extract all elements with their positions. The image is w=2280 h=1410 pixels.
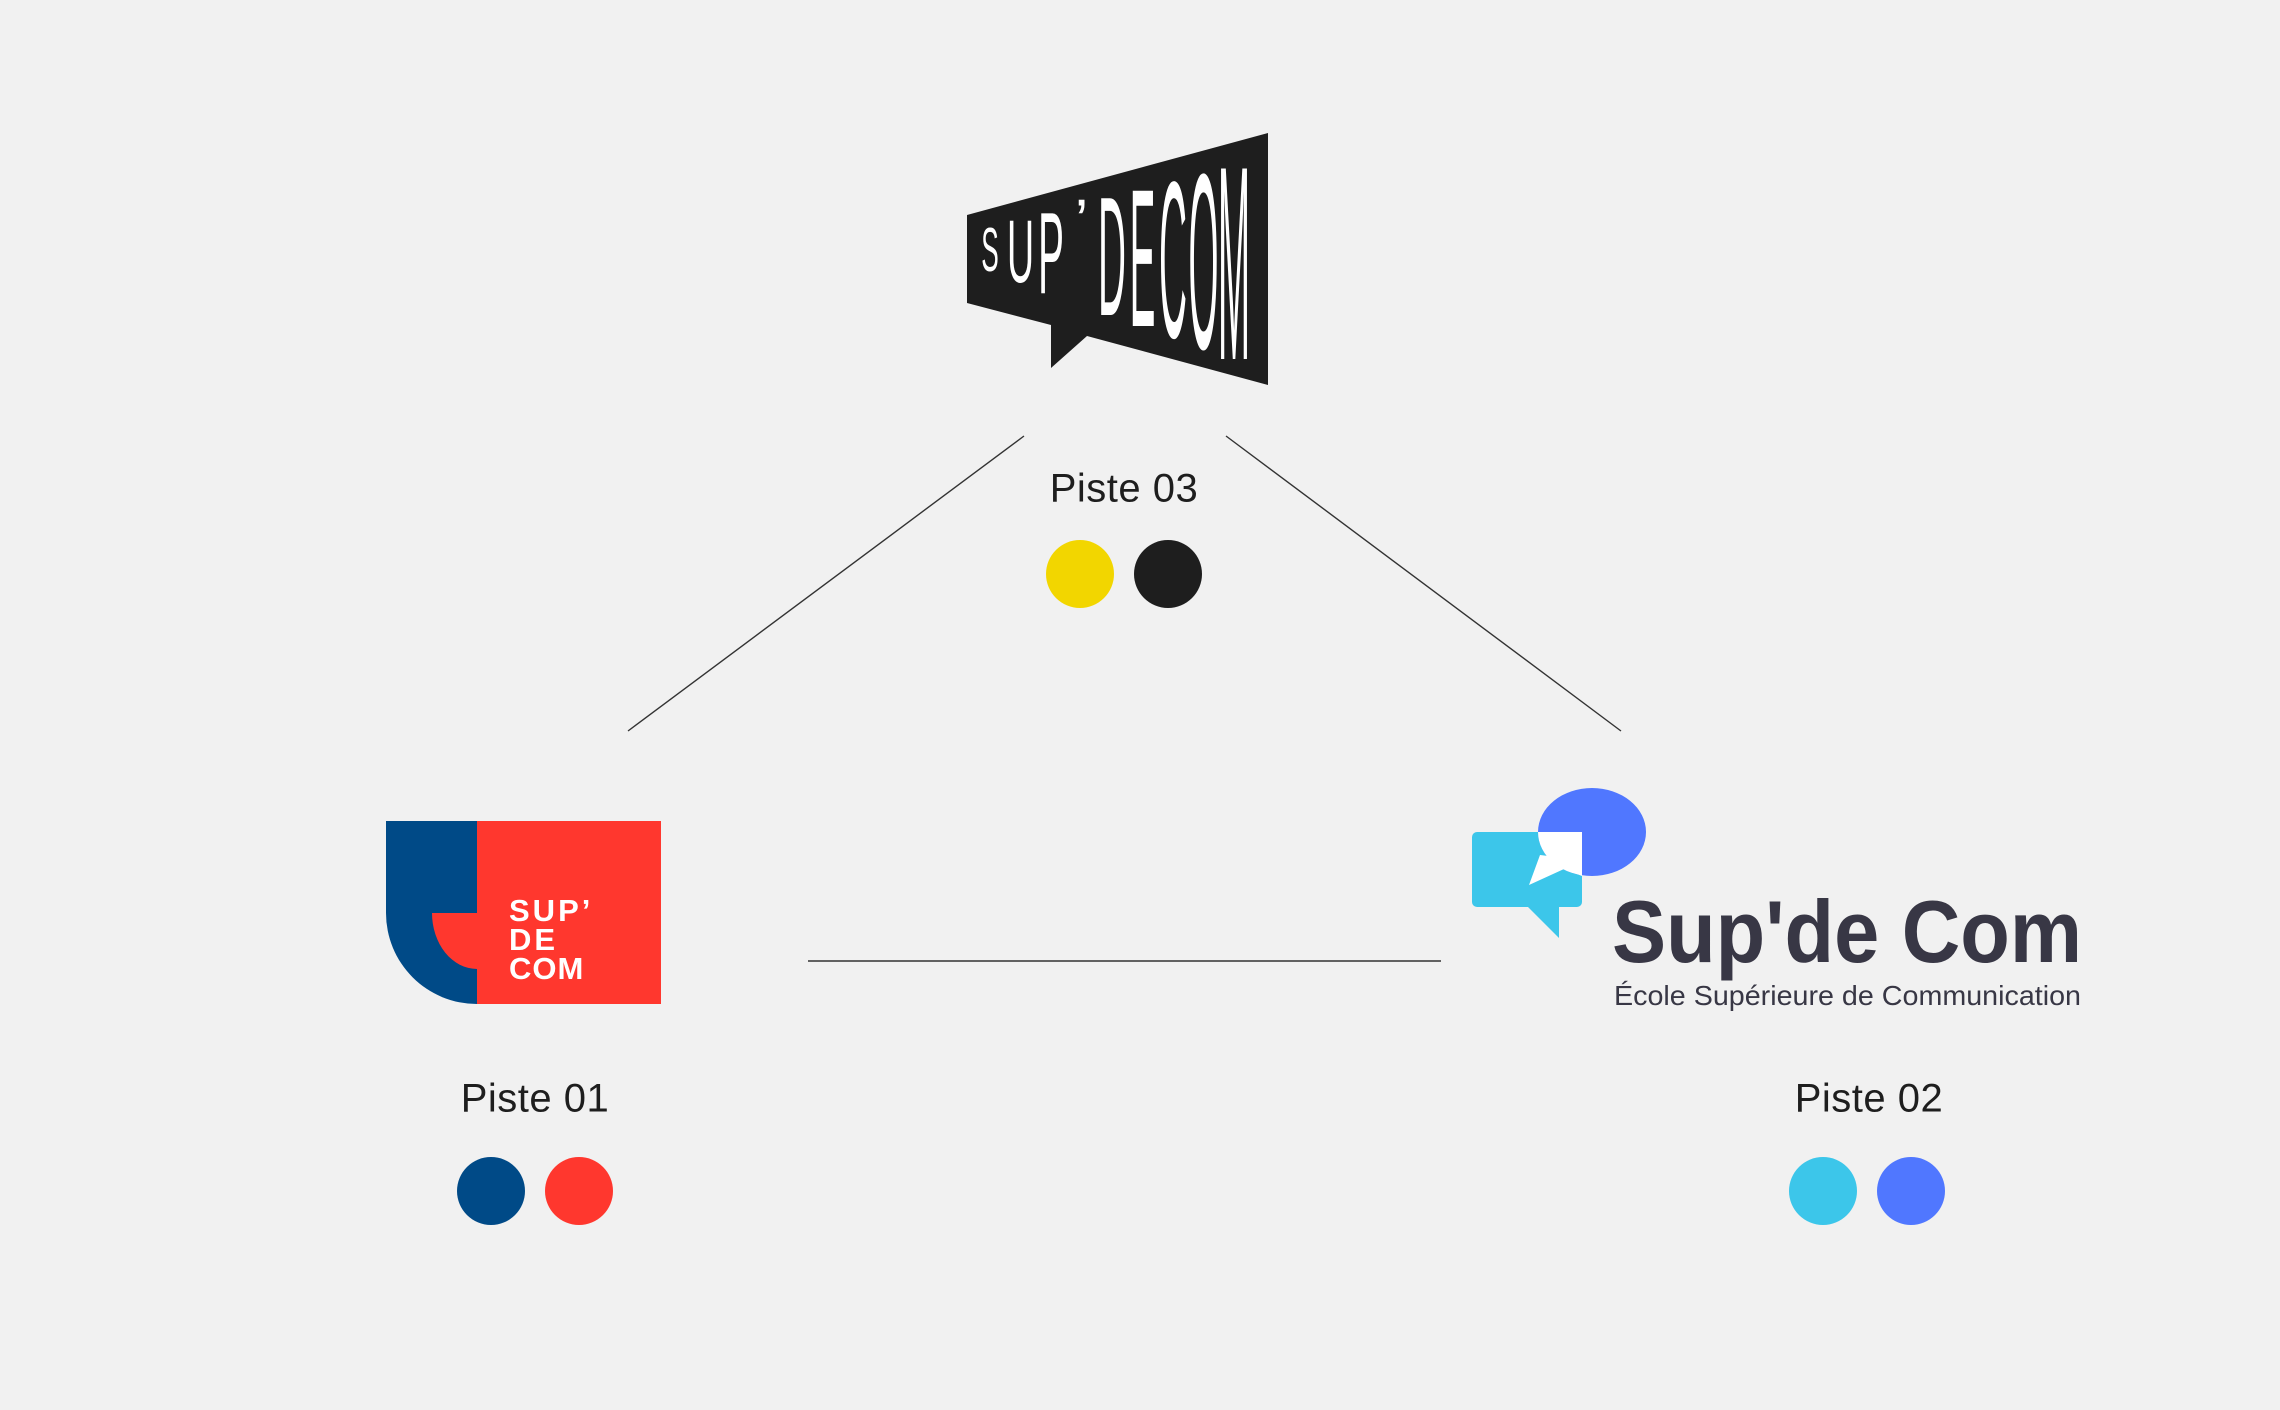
- logo-letter: M: [1218, 108, 1250, 418]
- connector-line-03-02: [1225, 435, 1622, 732]
- color-swatch-blue: [1877, 1157, 1945, 1225]
- logo-subtitle: École Supérieure de Communication: [1614, 980, 2081, 1011]
- color-swatch-dark-blue: [457, 1157, 525, 1225]
- logo-wordmark: Sup'de Com: [1612, 882, 2082, 981]
- logo-text-line-1: SUP’: [509, 893, 593, 928]
- logo-letter: P: [1038, 190, 1064, 319]
- logo-blue-shape: [386, 821, 477, 1004]
- logo-letter: E: [1130, 150, 1156, 369]
- logo-letter: ’: [1075, 187, 1088, 254]
- logo-letter: D: [1098, 163, 1126, 352]
- logo-piste-02: Sup'de Com École Supérieure de Communica…: [1472, 788, 2082, 1011]
- logo-letter: S: [981, 216, 999, 285]
- logo-letter: O: [1188, 122, 1218, 402]
- color-swatch-black: [1134, 540, 1202, 608]
- option-label-piste-01: Piste 01: [460, 1076, 610, 1121]
- color-swatch-red: [545, 1157, 613, 1225]
- option-label-piste-03: Piste 03: [1049, 466, 1199, 511]
- color-swatch-cyan: [1789, 1157, 1857, 1225]
- color-swatch-yellow: [1046, 540, 1114, 608]
- logo-text-line-2: DE: [509, 922, 558, 957]
- logo-red-block: [477, 821, 661, 1004]
- connector-line-03-01: [627, 435, 1025, 732]
- logo-text-line-3: COM: [509, 951, 584, 986]
- logo-red-notch: [432, 913, 477, 969]
- speech-banner-shape: [967, 133, 1268, 385]
- logo-piste-01: SUP’ DE COM: [386, 821, 661, 1004]
- chat-bubbles-icon: [1472, 788, 1646, 938]
- logo-letter: U: [1007, 201, 1034, 301]
- logo-letter: C: [1159, 135, 1187, 384]
- option-label-piste-02: Piste 02: [1794, 1076, 1944, 1121]
